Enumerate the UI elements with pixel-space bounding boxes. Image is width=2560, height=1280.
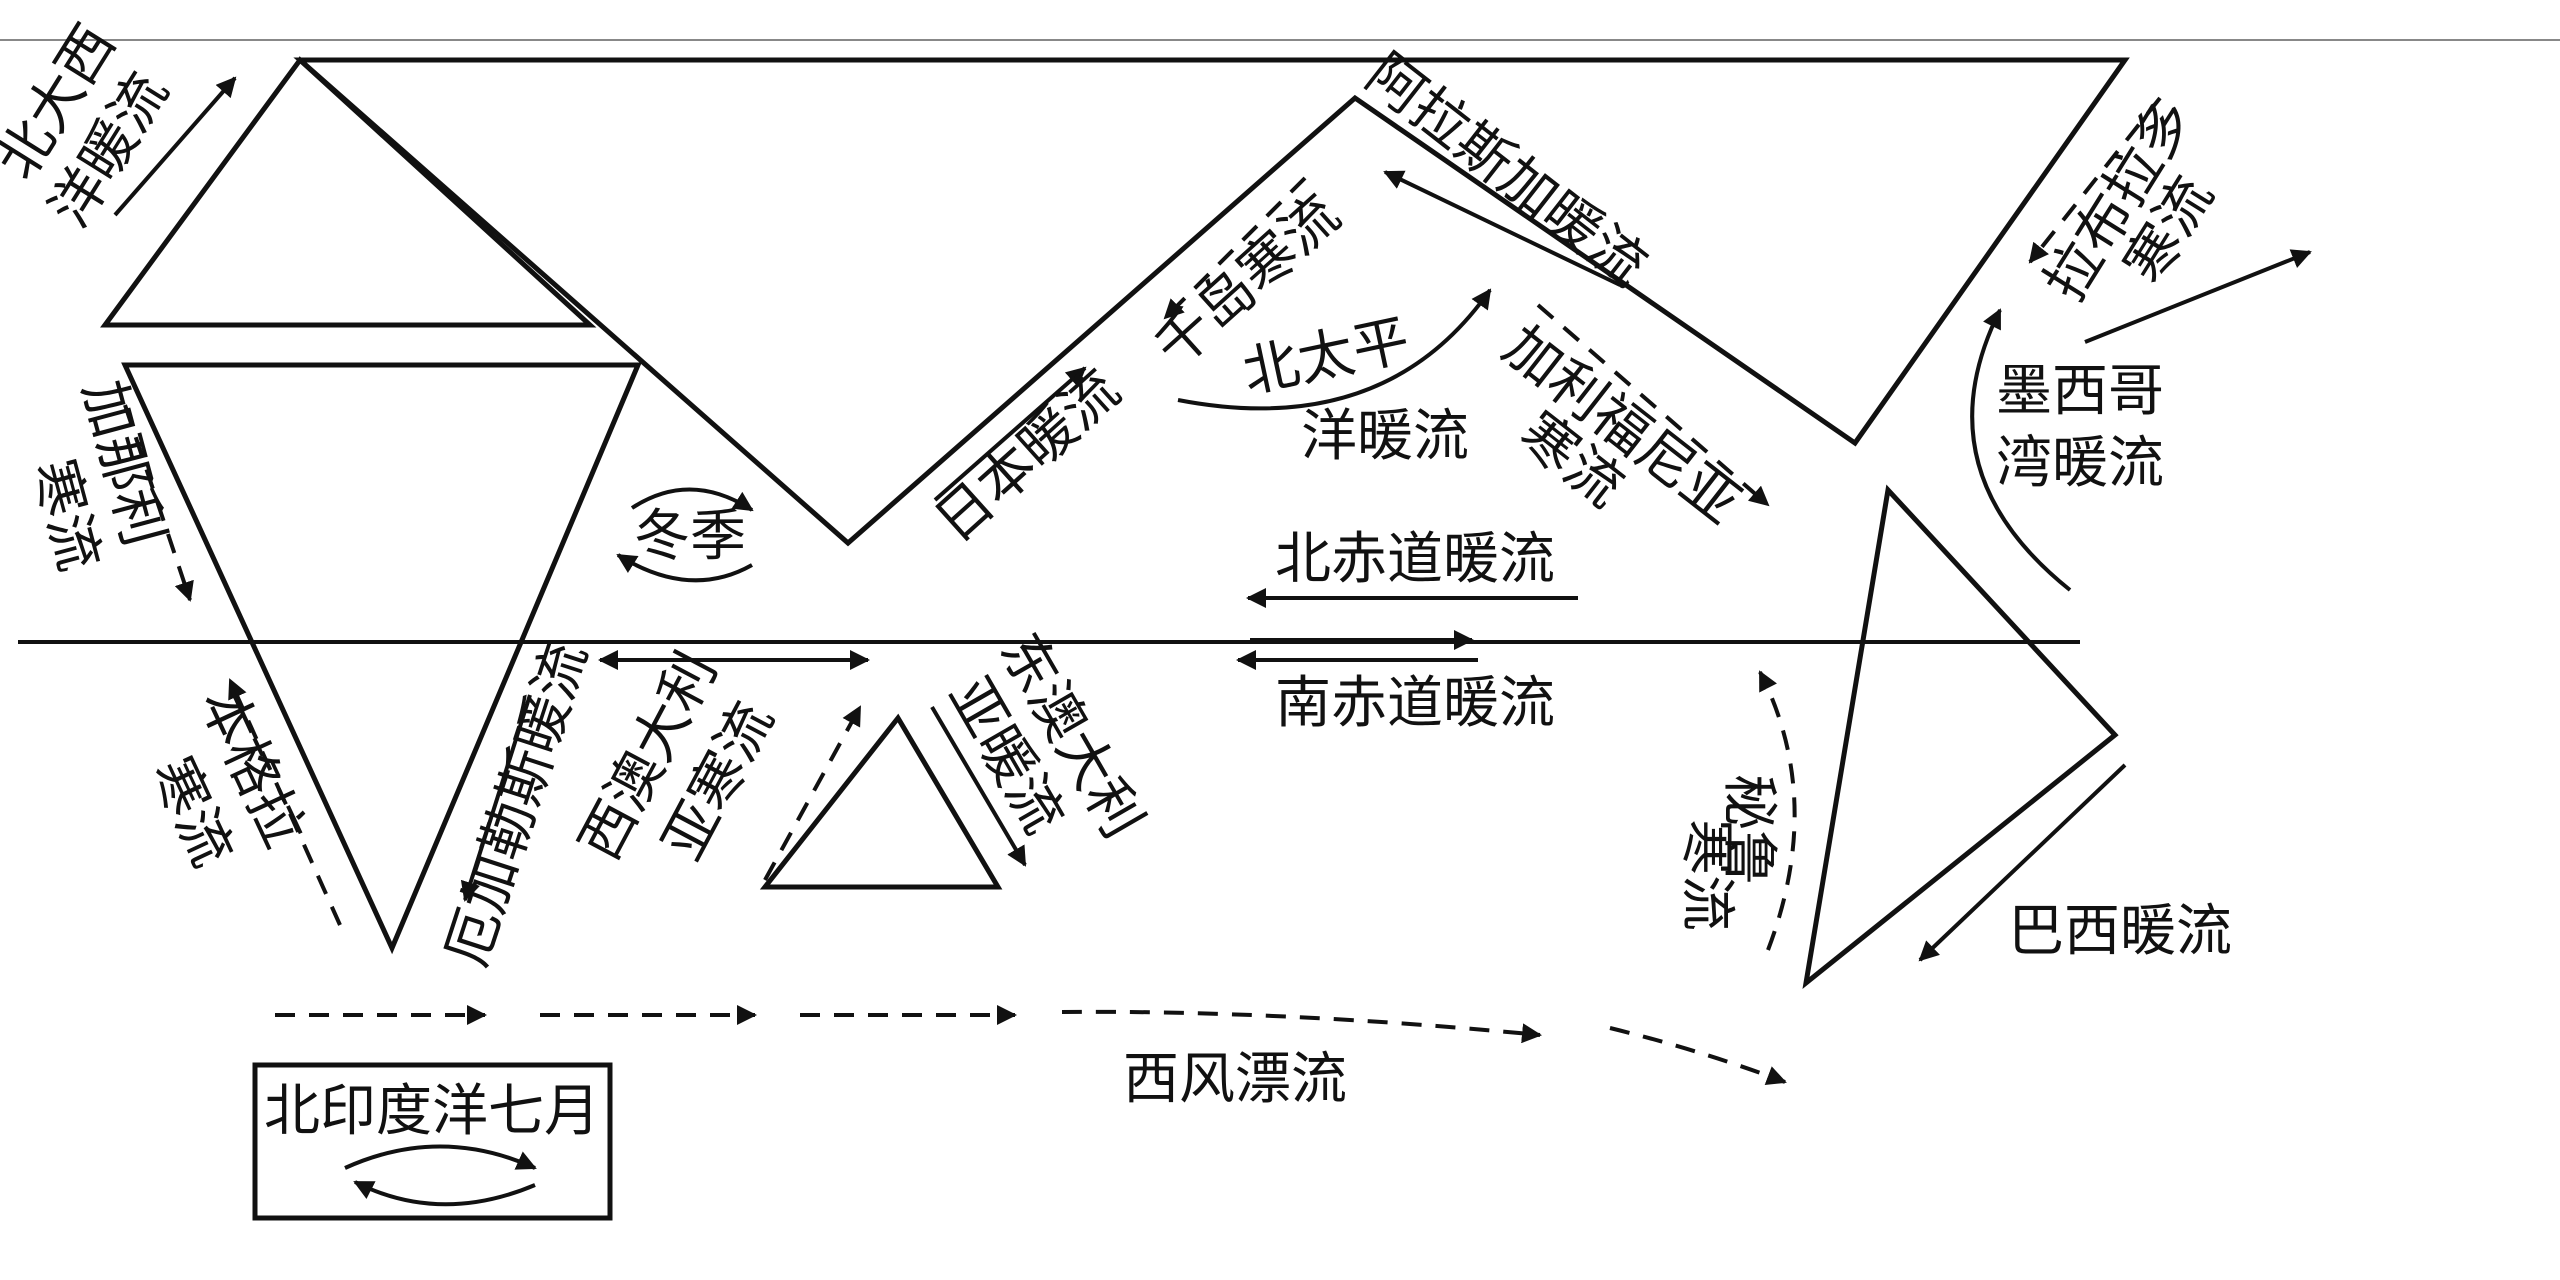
label-brazil: 巴西暖流 — [2008, 899, 2232, 964]
labrador-exit-arrow — [2084, 249, 2312, 344]
west-wind-drift-4 — [1061, 1009, 1542, 1044]
current-labels: 北大西 洋暖流 加那利 寒流 本格拉 寒流 冬季 厄加勒斯暖流 西澳大利 亚寒流… — [0, 14, 2232, 1144]
label-winter: 冬季 — [634, 504, 746, 569]
cold-current-arrows — [123, 96, 2162, 1086]
north-america-europe-wedge — [293, 57, 2130, 547]
label-north-indian-july: 北印度洋七月 — [264, 1079, 600, 1144]
label-north-pacific: 北太平 — [1237, 308, 1415, 407]
winter-arrow-lower — [616, 553, 753, 583]
south-america-triangle — [1802, 484, 2119, 990]
greenland-north-atlantic-triangle — [100, 56, 597, 328]
label-south-equatorial: 南赤道暖流 — [1275, 671, 1555, 736]
east-australia-arrow — [930, 705, 1027, 867]
label-alaska: 阿拉斯加暖流 — [1354, 41, 1659, 299]
label-agulhas: 厄加勒斯暖流 — [435, 634, 601, 974]
california-arrow — [1536, 303, 1770, 507]
north-atlantic-arrow — [113, 76, 237, 217]
gulf-stream-arrow — [1970, 308, 2072, 592]
canary-arrow — [123, 404, 194, 602]
africa-triangle — [121, 362, 642, 955]
alaska-arrow — [1383, 170, 1621, 287]
labrador-arrow — [2028, 96, 2162, 264]
label-peru-2: 寒流 — [1674, 819, 1739, 931]
winter-arrow-upper — [630, 487, 754, 512]
brazil-arrow — [1918, 763, 2127, 962]
july-arrow-lower — [353, 1180, 536, 1207]
benguela-arrow — [228, 678, 342, 926]
label-north-pacific-2: 洋暖流 — [1301, 404, 1469, 469]
agulhas-arrow — [460, 694, 532, 902]
july-arrow-upper — [344, 1144, 537, 1170]
label-gulf-stream-2: 湾暖流 — [1996, 431, 2164, 496]
label-north-equatorial: 北赤道暖流 — [1275, 527, 1555, 592]
current-arrows — [113, 76, 2312, 1207]
label-peru: 秘鲁 — [1716, 774, 1781, 886]
japan-arrow — [933, 366, 1087, 502]
label-gulf-stream: 墨西哥 — [1996, 359, 2164, 424]
peru-arrow — [1758, 670, 1797, 951]
north-pacific-arrow — [1177, 288, 1492, 411]
west-wind-drift-5 — [1609, 1026, 1787, 1086]
continent-outlines — [100, 56, 2130, 1221]
north-indian-ocean-box — [252, 1062, 613, 1221]
australia-triangle — [759, 713, 1003, 890]
label-west-wind-drift: 西风漂流 — [1123, 1047, 1347, 1112]
